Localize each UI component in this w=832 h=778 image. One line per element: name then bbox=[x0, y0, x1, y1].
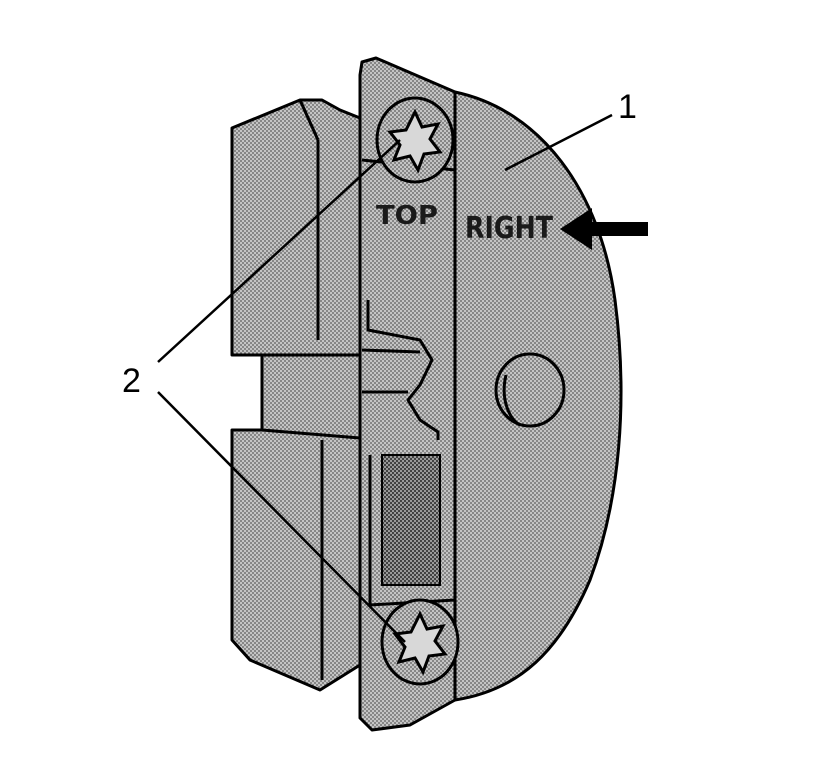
leader-line-2-lower bbox=[157, 391, 406, 643]
leader-line-1 bbox=[504, 113, 613, 172]
lower-screw bbox=[380, 598, 460, 686]
rear-housing bbox=[230, 98, 362, 692]
top-marking: TOP bbox=[376, 201, 438, 231]
right-marking: RIGHT bbox=[465, 211, 553, 246]
callout-1: 1 bbox=[618, 88, 637, 126]
strip-label-block bbox=[381, 454, 441, 586]
upper-screw bbox=[375, 96, 455, 184]
leader-lines bbox=[157, 113, 613, 643]
round-plug bbox=[494, 352, 566, 428]
callout-2: 2 bbox=[122, 362, 141, 400]
leader-line-2-upper bbox=[157, 139, 401, 363]
direction-arrow bbox=[560, 208, 648, 250]
